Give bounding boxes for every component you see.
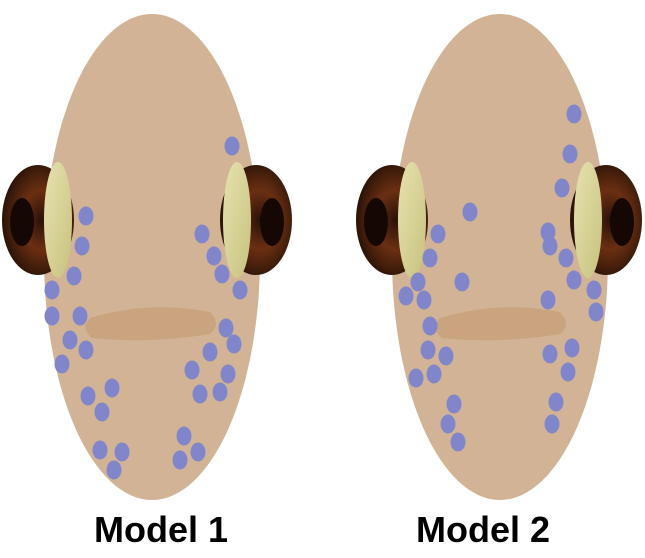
- model-1-dot: [44, 306, 60, 326]
- model-1-dot: [224, 136, 240, 156]
- model-1-dot: [62, 330, 78, 350]
- model-2-dots: [398, 104, 604, 452]
- model-1-dot: [220, 364, 236, 384]
- model-2-face: [356, 14, 642, 500]
- model-2-dot: [410, 272, 426, 292]
- model-1-left-eye: [2, 162, 74, 278]
- model-1-dot: [184, 360, 200, 380]
- model-1-dot: [94, 402, 110, 422]
- model-2-dot: [562, 144, 578, 164]
- model-2-dot: [558, 248, 574, 268]
- model-2-dot: [422, 316, 438, 336]
- model-2-left-eye: [356, 162, 428, 278]
- model-2-dot: [462, 202, 478, 222]
- model-1-face: [2, 14, 292, 500]
- model-2-dot: [588, 302, 604, 322]
- model-1-dot: [176, 426, 192, 446]
- model-1-dot: [104, 378, 120, 398]
- model-1-head: [44, 14, 260, 500]
- model-1-dot: [54, 354, 70, 374]
- model-2-dot: [542, 236, 558, 256]
- model-2-label: Model 2: [415, 509, 550, 550]
- model-2-dot: [422, 248, 438, 268]
- model-2-dot: [454, 272, 470, 292]
- model-1-dot: [92, 440, 108, 460]
- model-1-dot: [66, 266, 82, 286]
- model-2-dot: [426, 364, 442, 384]
- model-1-dot: [212, 382, 228, 402]
- model-1-dot: [202, 342, 218, 362]
- model-2-dot: [566, 270, 582, 290]
- model-1-dot: [190, 442, 206, 462]
- model-1-dot: [226, 334, 242, 354]
- model-2-dot: [564, 338, 580, 358]
- model-2-dot: [408, 368, 424, 388]
- model-1-dot: [114, 442, 130, 462]
- model-1-dot: [194, 224, 210, 244]
- model-2-dot: [586, 280, 602, 300]
- model-2-dot: [540, 222, 556, 242]
- model-2-dot: [560, 362, 576, 382]
- model-2-head: [392, 14, 608, 500]
- model-1-dot: [106, 460, 122, 480]
- model-2-dot: [398, 286, 414, 306]
- model-1-dot: [218, 318, 234, 338]
- model-1-dots: [44, 136, 248, 480]
- model-2-dot: [542, 344, 558, 364]
- model-2-dot: [446, 394, 462, 414]
- model-2-dot: [420, 340, 436, 360]
- model-2-dot: [554, 178, 570, 198]
- model-1-dot: [80, 386, 96, 406]
- model-1-dot: [214, 264, 230, 284]
- model-2-mouth: [435, 307, 566, 341]
- model-1-dot: [44, 280, 60, 300]
- model-2-dot: [440, 414, 456, 434]
- model-1-dot: [206, 246, 222, 266]
- model-2-dot: [438, 346, 454, 366]
- model-2-dot: [566, 104, 582, 124]
- model-1-right-eye: [220, 162, 292, 278]
- model-2-dot: [416, 290, 432, 310]
- model-1-mouth: [85, 307, 216, 341]
- model-1-dot: [172, 450, 188, 470]
- model-1-dot: [232, 280, 248, 300]
- model-1-dot: [74, 236, 90, 256]
- model-2-dot: [544, 414, 560, 434]
- model-2-right-eye: [570, 162, 642, 278]
- model-2-dot: [450, 432, 466, 452]
- model-1-dot: [78, 340, 94, 360]
- model-2-dot: [548, 392, 564, 412]
- model-1-dot: [78, 206, 94, 226]
- model-1-label: Model 1: [93, 509, 228, 550]
- model-2-dot: [430, 224, 446, 244]
- model-1-dot: [72, 306, 88, 326]
- model-1-dot: [192, 384, 208, 404]
- model-2-dot: [540, 290, 556, 310]
